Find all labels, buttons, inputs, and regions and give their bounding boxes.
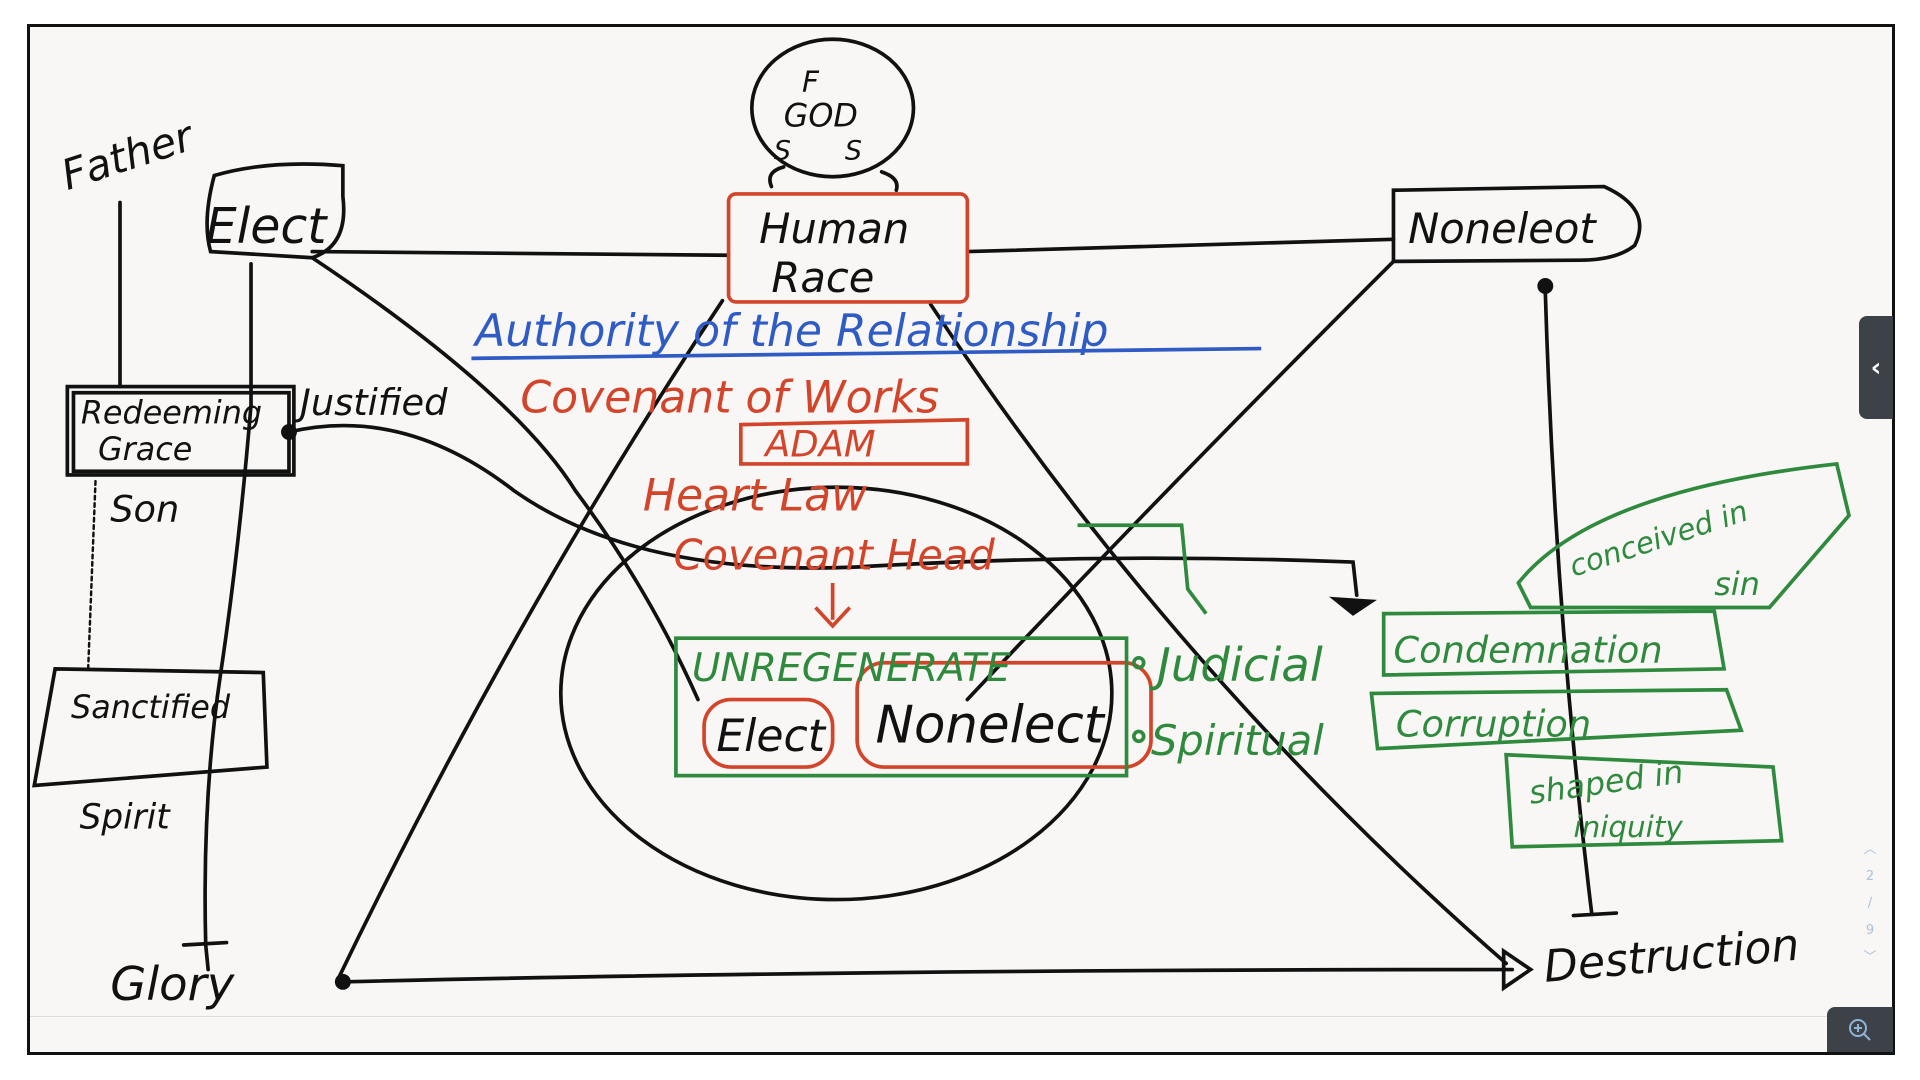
- corruption-label: Corruption: [1396, 702, 1591, 745]
- condemnation-label: Condemnation: [1393, 629, 1662, 672]
- adam-box: [738, 417, 970, 466]
- father-label: Father: [55, 110, 201, 199]
- elect-box: [205, 162, 346, 260]
- grace-label: Grace: [98, 430, 192, 468]
- inner-elect-label: Elect: [716, 711, 826, 762]
- iniquity-label: iniquity: [1573, 810, 1683, 844]
- page-indicator: ︿ 2 / 9 ﹀: [1852, 842, 1888, 966]
- race-label: Race: [771, 253, 874, 302]
- covenant-works-label: Covenant of Works: [520, 372, 939, 423]
- collapse-panel-button[interactable]: ‹: [1859, 316, 1893, 419]
- god-circle: [750, 37, 916, 179]
- nonelect-box: [1391, 184, 1642, 264]
- god-f: F: [802, 65, 820, 99]
- god-s2: S: [845, 136, 862, 167]
- condemnation-box: [1381, 609, 1727, 677]
- god-s1: S: [774, 136, 791, 167]
- unregenerate-box: [674, 636, 1129, 778]
- judicial-label: Judicial: [1149, 638, 1323, 692]
- sanctified-label: Sanctified: [71, 688, 231, 726]
- destruction-label: Destruction: [1542, 920, 1801, 993]
- page-separator: /: [1867, 896, 1873, 911]
- inner-nonelect-label: Nonelect: [876, 695, 1106, 755]
- page-total: 9: [1865, 923, 1875, 938]
- whiteboard-frame: [27, 24, 1895, 1055]
- page-down-button[interactable]: ﹀: [1863, 950, 1877, 965]
- human-race-box: [726, 192, 970, 304]
- nonelect-top-label: Noneleot: [1408, 204, 1597, 253]
- sanctified-box: [32, 666, 269, 788]
- corruption-box: [1369, 687, 1744, 751]
- shaped-box: [1504, 752, 1784, 849]
- page-current: 2: [1865, 869, 1875, 884]
- inner-nonelect-box: [855, 660, 1153, 769]
- zoom-button[interactable]: [1827, 1007, 1893, 1052]
- heart-law-label: Heart Law: [643, 471, 868, 522]
- redeeming-label: Redeeming: [81, 393, 262, 431]
- son-label: Son: [110, 488, 179, 531]
- adam-label: ADAM: [763, 423, 875, 466]
- zoom-in-icon: [1849, 1018, 1871, 1041]
- covenant-head-label: Covenant Head: [673, 530, 995, 579]
- elect-top-label: Elect: [206, 197, 329, 255]
- unregenerate-label: UNREGENERATE: [692, 646, 1011, 691]
- spiritual-label: Spiritual: [1151, 716, 1324, 765]
- glory-label: Glory: [110, 957, 236, 1011]
- page-up-button[interactable]: ︿: [1863, 842, 1877, 857]
- center-circle: [558, 485, 1114, 902]
- spirit-label: Spirit: [80, 797, 172, 837]
- conceived-box: [1516, 461, 1851, 610]
- bottom-divider: [30, 1016, 1827, 1017]
- justified-label: Justified: [293, 381, 448, 424]
- authority-label: Authority of the Relationship: [472, 306, 1108, 357]
- inner-elect-box: [702, 697, 835, 769]
- god-label: GOD: [784, 96, 858, 134]
- human-label: Human: [759, 204, 909, 253]
- shaped-label: shaped in: [1526, 752, 1685, 811]
- sin-label: sin: [1714, 565, 1760, 603]
- chevron-left-icon: ‹: [1870, 352, 1882, 383]
